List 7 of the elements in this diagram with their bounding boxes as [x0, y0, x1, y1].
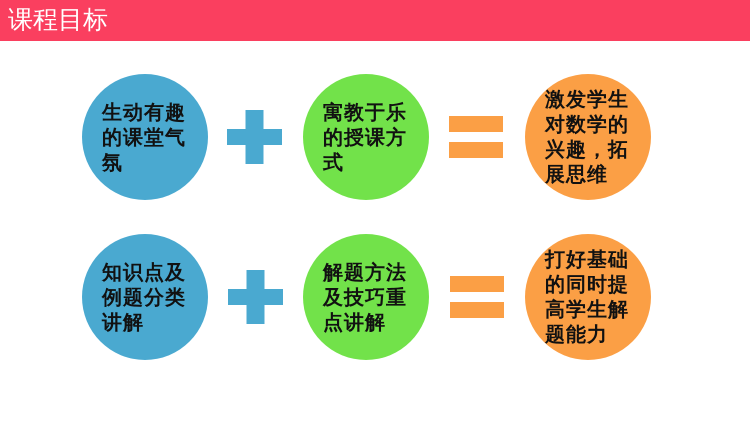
node-label: 寓教于乐的授课方式	[323, 100, 408, 174]
node-label: 生动有趣的课堂气氛	[102, 100, 187, 174]
title: 课程目标	[8, 4, 108, 36]
node-label: 解题方法及技巧重点讲解	[323, 260, 408, 334]
node-label: 激发学生对数学的兴趣，拓展思维	[545, 87, 630, 187]
node-label: 打好基础的同时提高学生解题能力	[545, 247, 630, 347]
node-label: 知识点及例题分类讲解	[102, 260, 187, 334]
